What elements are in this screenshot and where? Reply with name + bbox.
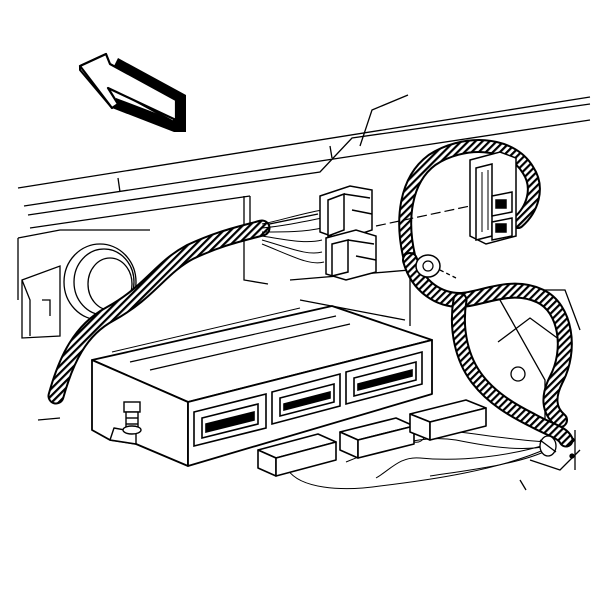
dash-panel — [17, 94, 591, 491]
harness-clip — [415, 254, 526, 382]
harness-mounting-bracket — [469, 151, 517, 245]
module-connector-socket-3 — [345, 350, 423, 406]
module-connector-socket-1 — [193, 392, 267, 448]
wiring-harness — [47, 139, 574, 490]
harness-plug-2 — [339, 417, 415, 459]
ground-stud — [122, 401, 142, 435]
harness-connector-pair — [319, 185, 471, 281]
module-connector-socket-2 — [271, 372, 341, 426]
front-of-vehicle-arrow-icon — [78, 52, 186, 132]
harness-plug-1 — [257, 433, 337, 477]
harness-plug-3 — [409, 399, 487, 441]
harness-end-bundle — [539, 435, 557, 457]
